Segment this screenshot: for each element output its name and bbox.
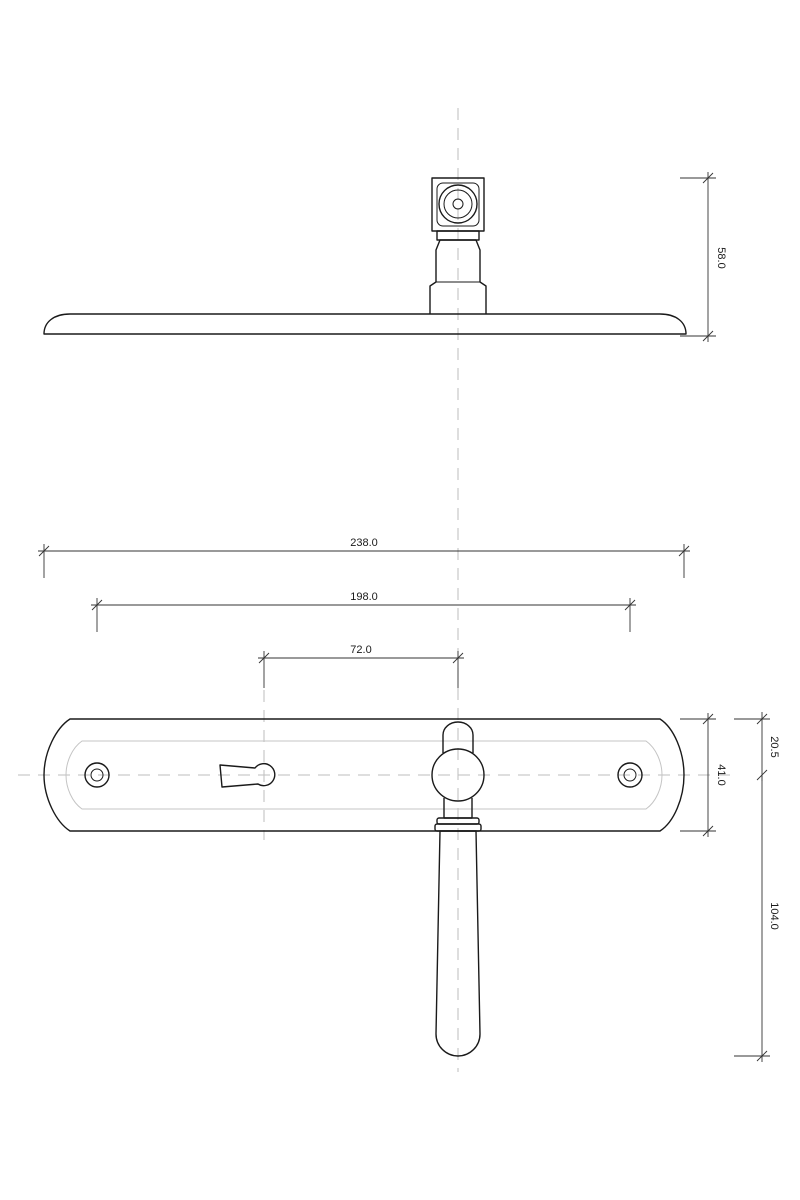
dimension-label-41: 41.0 xyxy=(715,764,727,785)
left-screw-inner xyxy=(90,768,104,782)
left-screw-outer xyxy=(84,762,110,788)
top-view-boss-center xyxy=(452,198,464,210)
top-view xyxy=(43,177,687,335)
right-screw-inner xyxy=(623,768,637,782)
rosette-knob xyxy=(431,748,485,802)
dimension-label-20-5: 20.5 xyxy=(768,736,780,757)
top-view-lever-end xyxy=(431,177,485,232)
top-view-plate xyxy=(43,313,687,335)
dimension-height-top-view: 58.0 xyxy=(680,172,727,342)
keyhole xyxy=(219,762,276,788)
top-view-lever-end-inner xyxy=(436,182,480,227)
dimension-label-72: 72.0 xyxy=(350,644,371,656)
front-view-plate-inner xyxy=(65,740,663,810)
dimension-lever-length: 104.0 xyxy=(734,775,780,1062)
top-view-boss-outer xyxy=(438,184,478,224)
lever-grip xyxy=(435,830,481,1057)
dimension-plate-height: 41.0 xyxy=(680,713,727,837)
dimension-label-104: 104.0 xyxy=(768,902,780,930)
dimension-overall-width: 238.0 xyxy=(38,537,690,578)
dimension-keyhole-to-handle: 72.0 xyxy=(258,644,464,688)
dimension-screw-spacing: 198.0 xyxy=(91,591,636,632)
front-view-plate xyxy=(43,718,685,832)
lever-upper-stub xyxy=(442,721,474,753)
dimension-label-238: 238.0 xyxy=(350,537,378,549)
dimension-label-58: 58.0 xyxy=(715,247,727,268)
front-view xyxy=(43,718,685,1057)
right-screw-outer xyxy=(617,762,643,788)
top-view-boss-ring xyxy=(443,189,473,219)
dimension-label-198: 198.0 xyxy=(350,591,378,603)
dimension-half-plate-height: 20.5 xyxy=(734,712,780,781)
